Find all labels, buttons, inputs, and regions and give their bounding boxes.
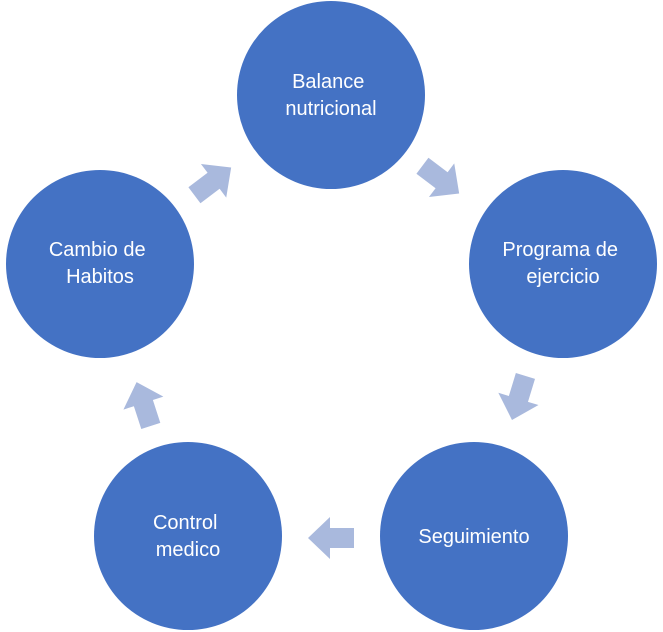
node-control-label: Control medico: [153, 512, 223, 561]
arrow-balance-to-ejercicio: [416, 157, 460, 197]
arrow-icon: [416, 157, 460, 197]
node-seguimiento: Seguimiento: [380, 442, 568, 630]
node-seguimiento-label: Seguimiento: [418, 526, 529, 548]
node-ejercicio-line-2: ejercicio: [526, 266, 599, 288]
node-seguimiento-circle: [380, 442, 568, 630]
node-ejercicio-circle: [469, 170, 657, 358]
node-control-medico: Control medico: [94, 442, 282, 630]
node-seguimiento-line-1: Seguimiento: [418, 526, 529, 548]
node-control-line-1: Control: [153, 512, 217, 534]
node-cambio-habitos: Cambio de Habitos: [6, 170, 194, 358]
node-balance-circle: [237, 1, 425, 189]
node-balance-line-1: Balance: [292, 71, 364, 93]
arrow-ejercicio-to-seguimiento: [498, 373, 539, 420]
node-ejercicio-line-1: Programa de: [502, 239, 618, 261]
arrow-control-to-habitos: [123, 382, 164, 430]
arrow-habitos-to-balance: [188, 164, 232, 204]
node-control-line-2: medico: [156, 539, 220, 561]
node-balance-nutricional: Balance nutricional: [237, 1, 425, 189]
node-habitos-circle: [6, 170, 194, 358]
arrow-icon: [498, 373, 539, 420]
node-habitos-label: Cambio de Habitos: [49, 239, 151, 288]
node-habitos-line-1: Cambio de: [49, 239, 146, 261]
arrow-icon: [308, 517, 354, 559]
arrow-seguimiento-to-control: [308, 517, 354, 559]
node-control-circle: [94, 442, 282, 630]
node-balance-line-2: nutricional: [285, 98, 376, 120]
node-balance-label: Balance nutricional: [285, 71, 376, 120]
arrow-icon: [123, 382, 164, 430]
arrow-icon: [188, 164, 232, 204]
node-ejercicio-label: Programa de ejercicio: [502, 239, 623, 288]
node-habitos-line-2: Habitos: [66, 266, 134, 288]
node-programa-ejercicio: Programa de ejercicio: [469, 170, 657, 358]
